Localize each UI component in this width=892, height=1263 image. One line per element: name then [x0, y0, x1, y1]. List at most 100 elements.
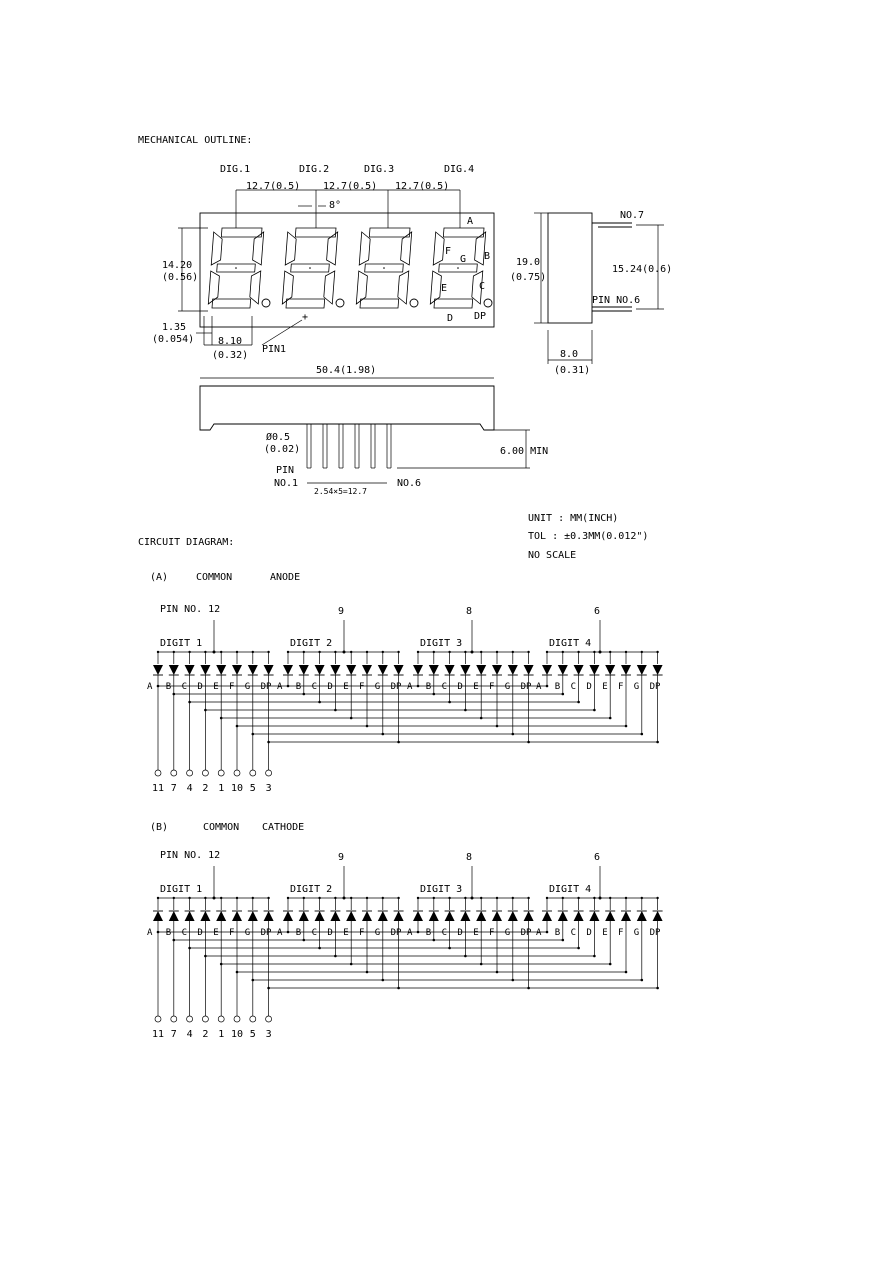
pin-no-label: PIN NO. 12: [160, 850, 220, 861]
segment-letter: A: [536, 682, 542, 692]
segment-letter: D: [327, 928, 332, 938]
segment-letter: C: [442, 928, 447, 938]
digit-labels: DIG.1 DIG.2 DIG.3 DIG.4: [220, 164, 474, 175]
segment-pin-number: 1: [218, 783, 224, 794]
segment-letter: B: [166, 928, 171, 938]
segment-letter: E: [473, 928, 478, 938]
pin-terminal: [217, 769, 225, 777]
svg-text:CATHODE: CATHODE: [262, 822, 304, 833]
segment-pin-number: 3: [266, 783, 272, 794]
digit-label: DIGIT 1: [160, 638, 202, 649]
segment-letter: C: [182, 682, 187, 692]
segment-letter: DP: [391, 682, 402, 692]
led-diode: [200, 911, 211, 921]
svg-text:(0.054): (0.054): [152, 334, 194, 345]
segment-letter: A: [536, 928, 542, 938]
led-diode: [247, 911, 258, 921]
svg-text:A: A: [467, 216, 473, 227]
svg-text:NO.6: NO.6: [397, 478, 421, 489]
segment-letter: DP: [521, 928, 532, 938]
led-diode: [589, 911, 600, 921]
segment-letter: C: [312, 928, 317, 938]
led-diode: [605, 665, 616, 675]
segment-letter: DP: [650, 928, 661, 938]
segment-letter: DP: [650, 682, 661, 692]
led-diode: [507, 911, 518, 921]
pitch-dimensions: 12.7(0.5) 12.7(0.5) 12.7(0.5) 8°: [235, 181, 461, 228]
led-diode: [168, 911, 179, 921]
digit-label: DIGIT 2: [290, 884, 332, 895]
led-diode: [621, 665, 631, 675]
led-diode: [428, 911, 439, 921]
segment-pin-number: 2: [202, 1029, 208, 1040]
bottom-view: 50.4(1.98) 6.00 MIN Ø0.5 (0.02) PIN NO.1…: [199, 365, 548, 496]
notes: UNIT : MM(INCH) TOL : ±0.3MM(0.012") NO …: [528, 513, 648, 561]
common-anode-title: (A) COMMON ANODE: [150, 572, 300, 583]
led-diode: [153, 665, 163, 675]
led-diode: [298, 665, 309, 675]
led-diode: [314, 911, 325, 921]
segment-letter: E: [602, 928, 607, 938]
segment-letter: G: [245, 928, 250, 938]
led-diode: [492, 665, 502, 675]
svg-text:TOL : ±0.3MM(0.012"): TOL : ±0.3MM(0.012"): [528, 531, 648, 542]
svg-text:50.4(1.98): 50.4(1.98): [316, 365, 376, 376]
led-diode: [330, 665, 341, 675]
segment-letter: D: [197, 682, 202, 692]
segment-letter: A: [407, 682, 413, 692]
segment-letter: DP: [261, 928, 272, 938]
segment-letter: E: [343, 682, 348, 692]
segment-letter: G: [245, 682, 250, 692]
svg-text:+: +: [302, 312, 308, 323]
segment-letter: F: [229, 928, 234, 938]
svg-text:C: C: [479, 281, 485, 292]
circuit-diagram-title: CIRCUIT DIAGRAM:: [138, 537, 234, 548]
pin-terminal: [265, 1015, 272, 1023]
segment-letter: DP: [261, 682, 272, 692]
led-diode: [216, 665, 227, 675]
led-diode: [621, 911, 631, 921]
pin-terminal: [249, 769, 257, 777]
led-diode: [362, 911, 372, 921]
segment-letter: C: [312, 682, 317, 692]
led-diode: [636, 911, 647, 921]
common-pin-label: 8: [466, 852, 472, 863]
svg-text:PIN1: PIN1: [262, 344, 286, 355]
svg-text:NO SCALE: NO SCALE: [528, 550, 576, 561]
led-diode: [523, 665, 534, 675]
segment-letter: B: [555, 928, 560, 938]
led-diode: [184, 911, 195, 921]
led-diode: [393, 911, 404, 921]
led-diode: [652, 665, 663, 675]
segment-pin-number: 11: [152, 783, 164, 794]
pin-terminal: [202, 1015, 209, 1023]
led-diode: [413, 665, 423, 675]
pin-terminal: [217, 1015, 225, 1023]
led-diode: [393, 665, 404, 675]
segment-letter: G: [505, 682, 510, 692]
segment-letter: C: [571, 928, 576, 938]
segment-letter: D: [327, 682, 332, 692]
segment-letter: DP: [521, 682, 532, 692]
svg-text:2.54×5=12.7: 2.54×5=12.7: [314, 487, 367, 496]
segment-letter: G: [505, 928, 510, 938]
led-diode: [413, 911, 423, 921]
led-diode: [263, 665, 274, 675]
segment-pin-number: 7: [171, 1029, 177, 1040]
pin-terminal: [233, 1015, 241, 1023]
svg-text:DP: DP: [474, 311, 486, 322]
led-diode: [168, 665, 179, 675]
segment-letter: G: [375, 928, 380, 938]
segment-letter: DP: [391, 928, 402, 938]
led-diode: [652, 911, 663, 921]
side-view: 19.0 (0.75) NO.7 PIN NO.6 15.24(0.6) 8.0…: [510, 210, 672, 376]
led-diode: [377, 665, 388, 675]
pin-terminal: [170, 1015, 178, 1023]
pitch-3: 12.7(0.5): [395, 181, 449, 192]
led-diode: [346, 665, 357, 675]
svg-text:1.35: 1.35: [162, 322, 186, 333]
